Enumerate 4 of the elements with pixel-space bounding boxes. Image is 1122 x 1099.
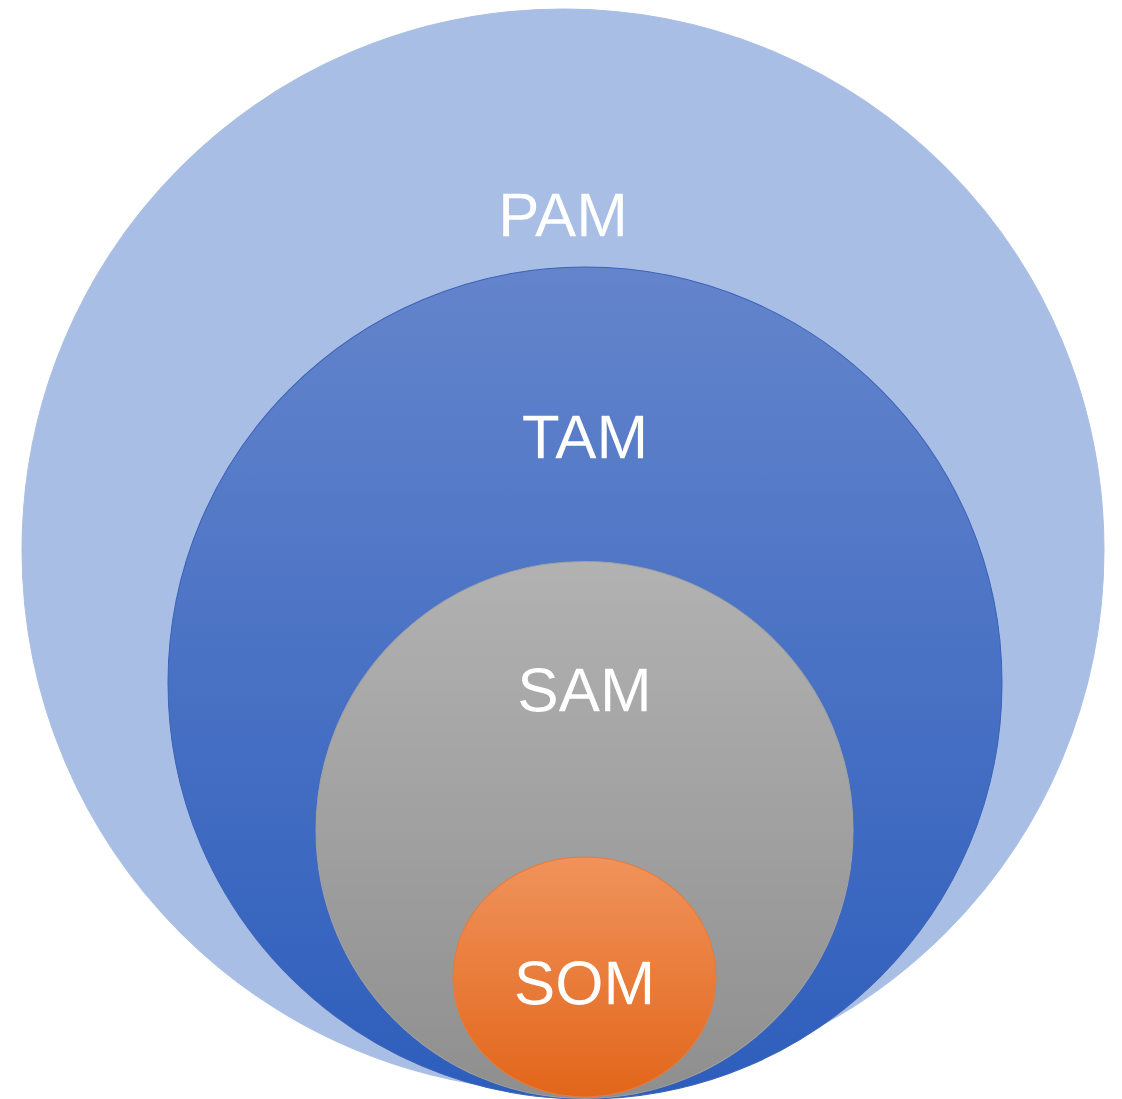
circle-label: TAM [523, 415, 644, 459]
circle-label: PAM [503, 193, 623, 237]
circle-label: SOM [516, 961, 651, 1005]
circle-label: SAM [520, 668, 647, 712]
